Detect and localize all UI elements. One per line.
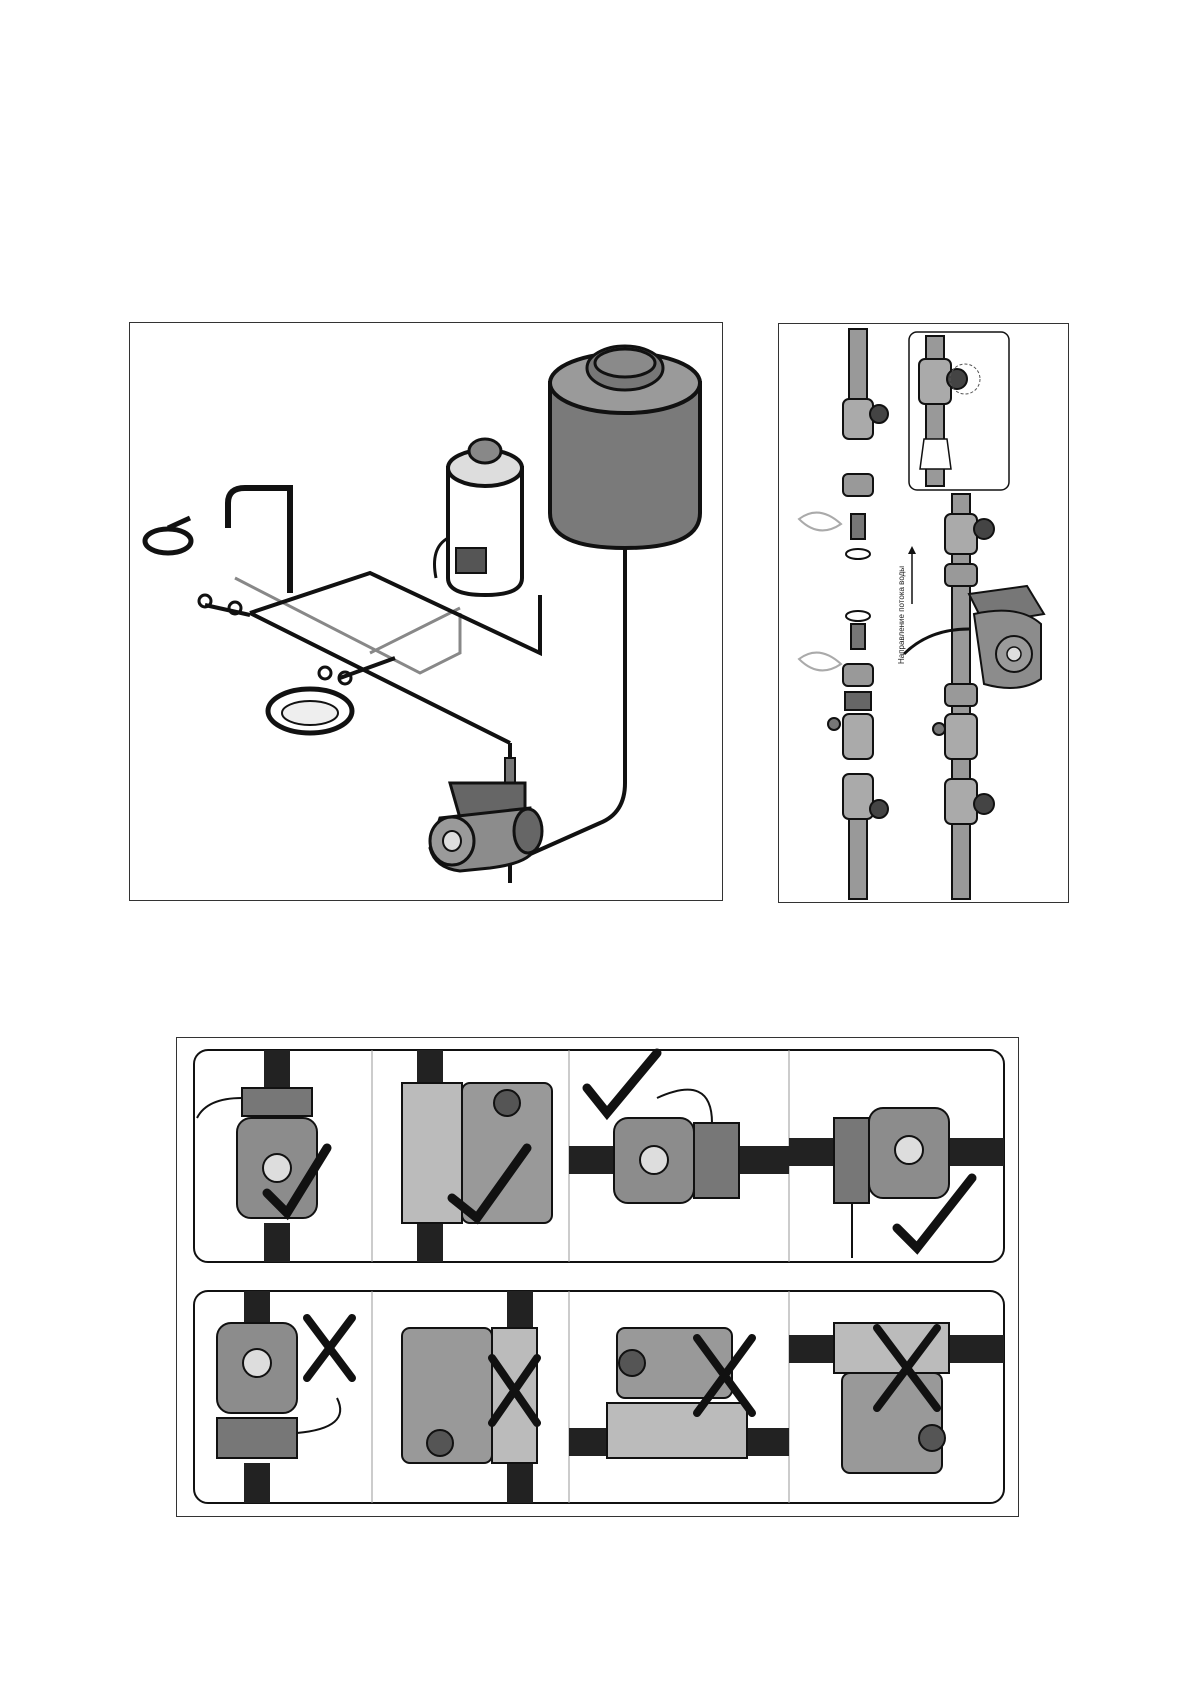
mounting-positions-svg (177, 1038, 1017, 1515)
installation-figure: Направление потока воды (778, 323, 1069, 903)
circulation-pump (430, 758, 542, 871)
forbidden-positions-row (194, 1291, 1004, 1503)
installed-pump (904, 586, 1044, 688)
valve-detail-inset (909, 332, 1009, 490)
storage-tank (550, 346, 700, 548)
right-pipe-assembly (933, 494, 994, 899)
mounting-positions-figure (176, 1037, 1019, 1517)
system-diagram-svg (130, 323, 721, 899)
wash-basin (268, 667, 352, 733)
shower-head (145, 488, 290, 593)
water-heater (435, 439, 523, 595)
allowed-positions-row (194, 1050, 1004, 1262)
cold-water-line (235, 578, 460, 673)
installation-svg: Направление потока воды (779, 324, 1067, 901)
shower-taps (199, 595, 250, 615)
system-diagram-figure (129, 322, 723, 901)
left-pipe-assembly (799, 329, 888, 899)
flow-direction-text: Направление потока воды (897, 566, 906, 664)
flow-direction-label: Направление потока воды (897, 566, 906, 664)
